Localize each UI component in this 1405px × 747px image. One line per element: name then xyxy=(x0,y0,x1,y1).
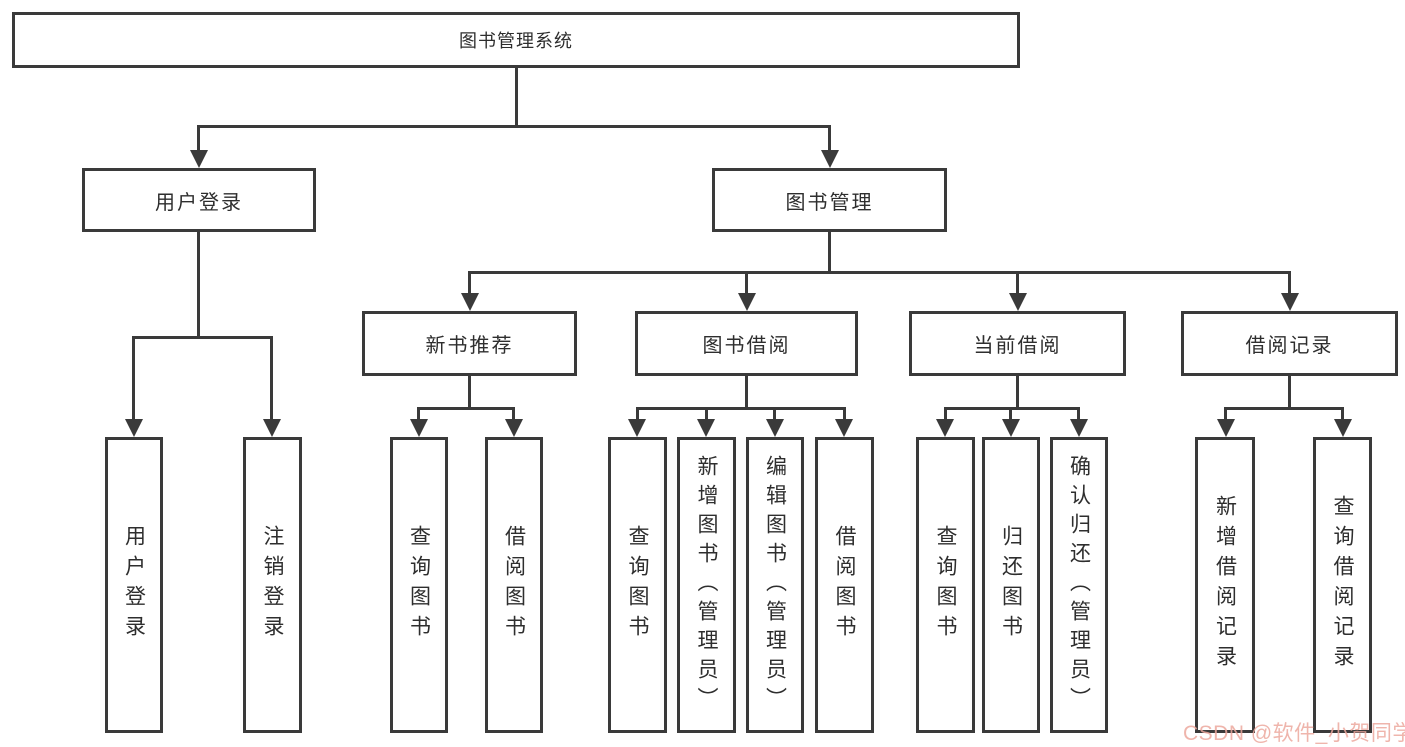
connector-line xyxy=(1288,271,1291,295)
arrow-down-icon xyxy=(821,150,839,168)
connector-line xyxy=(270,336,273,420)
arrow-down-icon xyxy=(1334,419,1352,437)
connector-line xyxy=(636,407,639,421)
connector-line xyxy=(1341,407,1344,421)
node-user-login: 用户登录 xyxy=(82,168,316,232)
arrow-down-icon xyxy=(1070,419,1088,437)
connector-line xyxy=(636,407,846,410)
connector-line xyxy=(417,407,515,410)
arrow-down-icon xyxy=(1002,419,1020,437)
connector-line xyxy=(773,407,776,421)
leaf-add-borrow-record: 新增借阅记录 xyxy=(1195,437,1255,733)
arrow-down-icon xyxy=(461,293,479,311)
arrow-down-icon xyxy=(766,419,784,437)
node-borrowing-records: 借阅记录 xyxy=(1181,311,1398,376)
connector-line xyxy=(745,376,748,407)
connector-line xyxy=(843,407,846,421)
arrow-down-icon xyxy=(1281,293,1299,311)
arrow-down-icon xyxy=(697,419,715,437)
leaf-edit-book-admin: 编辑图书（管理员） xyxy=(746,437,804,733)
connector-line xyxy=(132,336,273,339)
connector-line xyxy=(1224,407,1344,410)
arrow-down-icon xyxy=(263,419,281,437)
leaf-add-book-admin: 新增图书（管理员） xyxy=(677,437,736,733)
arrow-down-icon xyxy=(738,293,756,311)
connector-line xyxy=(944,407,1080,410)
node-book-borrowing: 图书借阅 xyxy=(635,311,858,376)
leaf-user-login: 用户登录 xyxy=(105,437,163,733)
csdn-watermark: CSDN @软件_小贺同学 xyxy=(1183,722,1405,745)
connector-line xyxy=(1224,407,1227,421)
arrow-down-icon xyxy=(936,419,954,437)
connector-line xyxy=(468,271,471,295)
leaf-return-book: 归还图书 xyxy=(982,437,1040,733)
arrow-down-icon xyxy=(835,419,853,437)
connector-line xyxy=(197,232,200,336)
connector-line xyxy=(745,271,748,295)
connector-line xyxy=(468,376,471,407)
connector-line xyxy=(197,125,831,128)
connector-line xyxy=(1288,376,1291,407)
connector-line xyxy=(1016,376,1019,407)
connector-line xyxy=(1009,407,1012,421)
connector-line xyxy=(515,68,518,125)
leaf-confirm-return-admin: 确认归还（管理员） xyxy=(1050,437,1108,733)
connector-line xyxy=(828,232,831,271)
leaf-query-borrow-record: 查询借阅记录 xyxy=(1313,437,1372,733)
leaf-query-book: 查询图书 xyxy=(916,437,975,733)
arrow-down-icon xyxy=(1009,293,1027,311)
arrow-down-icon xyxy=(1217,419,1235,437)
arrow-down-icon xyxy=(190,150,208,168)
connector-line xyxy=(1016,271,1019,295)
node-library-management-system: 图书管理系统 xyxy=(12,12,1020,68)
connector-line xyxy=(197,125,200,151)
arrow-down-icon xyxy=(125,419,143,437)
connector-line xyxy=(944,407,947,421)
connector-line xyxy=(828,125,831,151)
arrow-down-icon xyxy=(410,419,428,437)
connector-line xyxy=(468,271,1290,274)
arrow-down-icon xyxy=(628,419,646,437)
leaf-query-book: 查询图书 xyxy=(608,437,667,733)
leaf-borrow-book: 借阅图书 xyxy=(815,437,874,733)
connector-line xyxy=(705,407,708,421)
leaf-query-book: 查询图书 xyxy=(390,437,448,733)
node-current-borrowing: 当前借阅 xyxy=(909,311,1126,376)
connector-line xyxy=(132,336,135,420)
leaf-borrow-book: 借阅图书 xyxy=(485,437,543,733)
connector-line xyxy=(1077,407,1080,421)
leaf-logout: 注销登录 xyxy=(243,437,302,733)
node-new-book-recommend: 新书推荐 xyxy=(362,311,577,376)
connector-line xyxy=(512,407,515,421)
arrow-down-icon xyxy=(505,419,523,437)
connector-line xyxy=(417,407,420,421)
node-book-management: 图书管理 xyxy=(712,168,947,232)
